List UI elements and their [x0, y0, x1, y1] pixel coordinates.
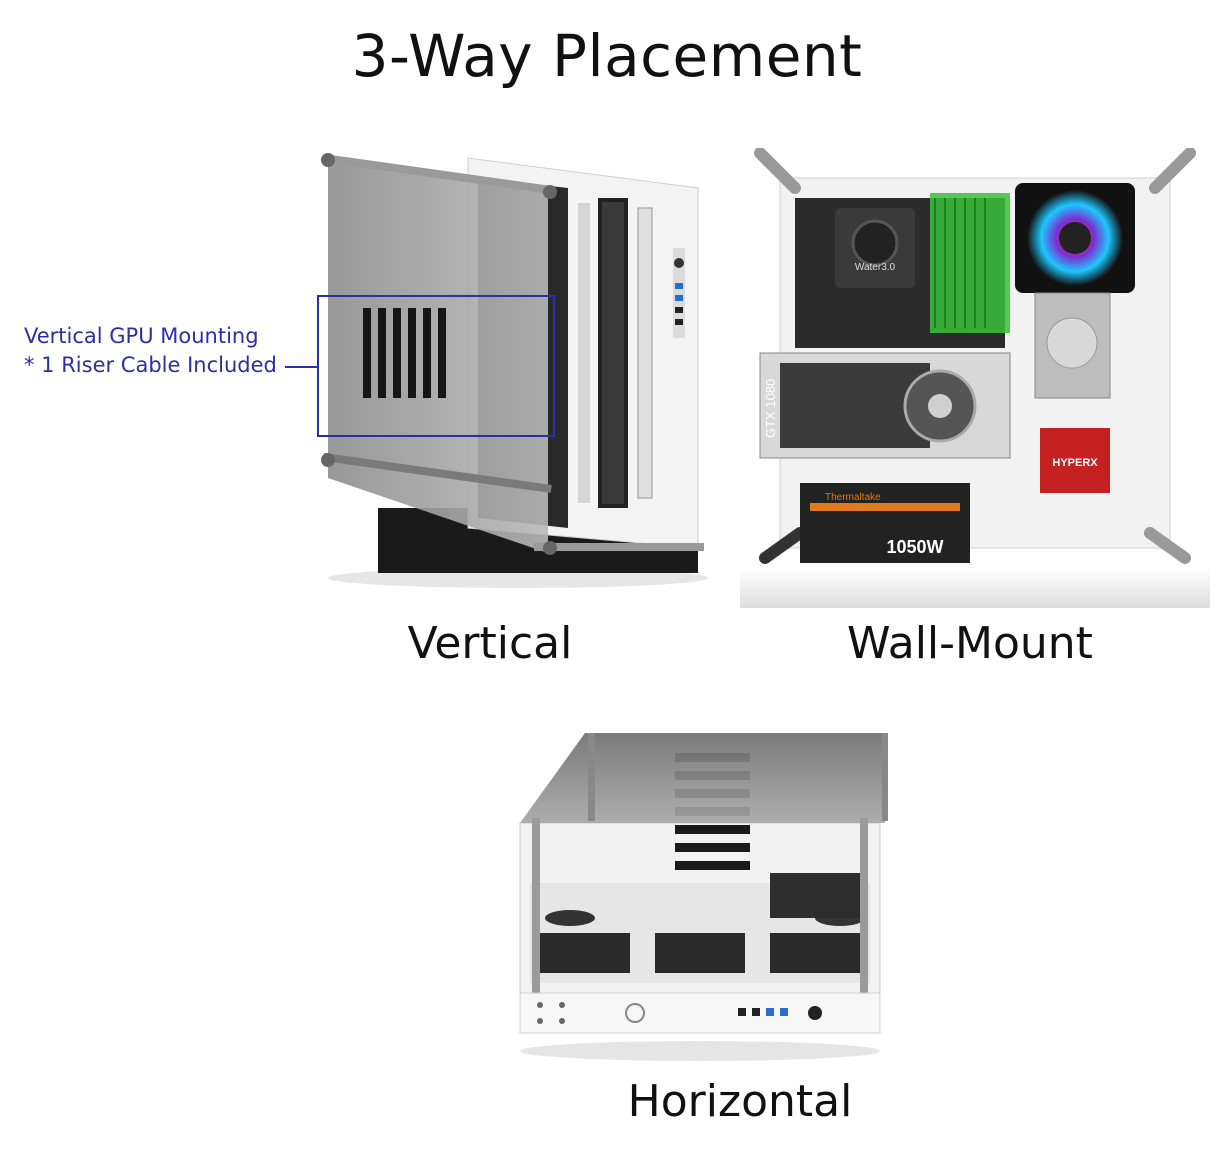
annotation-line-1: Vertical GPU Mounting [24, 324, 259, 348]
psu-wattage-label: 1050W [886, 537, 943, 557]
psu-brand-label: Thermaltake [825, 492, 881, 503]
wall-mount-case-image: Water3.0 GTX 1080 HYPERX Thermaltake 105… [740, 148, 1210, 608]
gpu-mount-callout-line [285, 366, 317, 368]
caption-wall-mount: Wall-Mount [847, 618, 1093, 669]
horizontal-case-image [510, 733, 890, 1063]
gpu-mount-annotation: Vertical GPU Mounting * 1 Riser Cable In… [24, 322, 324, 380]
annotation-line-2: * 1 Riser Cable Included [24, 353, 277, 377]
ssd-label: HYPERX [1052, 457, 1098, 469]
cooler-label: Water3.0 [855, 262, 896, 273]
caption-horizontal: Horizontal [627, 1076, 853, 1127]
gpu-mount-callout-box [317, 295, 555, 437]
page-title: 3-Way Placement [351, 22, 863, 90]
gpu-label: GTX 1080 [763, 379, 778, 438]
caption-vertical: Vertical [407, 618, 573, 669]
vertical-case-image [318, 148, 718, 588]
